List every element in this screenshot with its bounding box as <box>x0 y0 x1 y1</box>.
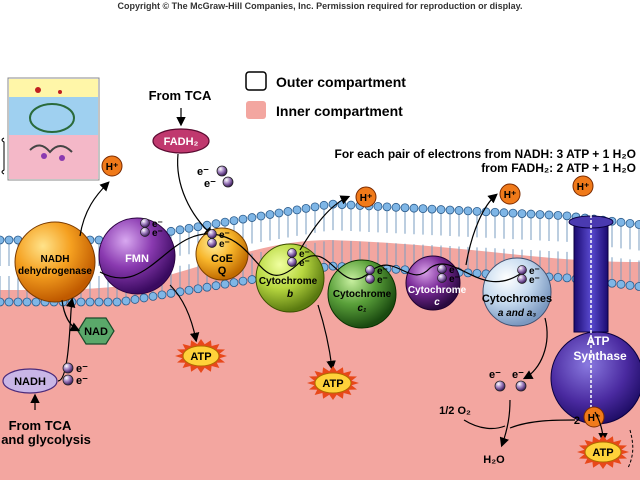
cytochrome-c-label-1: Cytochrome <box>408 285 467 296</box>
atp-label: ATP <box>592 447 613 459</box>
electron-icon <box>365 265 375 275</box>
electron-label: e⁻ <box>512 369 524 381</box>
electron-icon <box>62 374 74 386</box>
cytochrome-b-label-1: Cytochrome <box>259 276 318 287</box>
nadh-label: NADH <box>14 376 46 388</box>
nadh-dehydrogenase-label-1: NADH <box>41 254 70 265</box>
coenzyme-q-label-1: CoE <box>211 253 233 265</box>
h-plus-ion <box>499 183 521 205</box>
cytochrome-c1-label-1: Cytochrome <box>333 289 392 300</box>
electron-icon <box>216 165 228 177</box>
electron-label: e⁻ <box>152 228 163 239</box>
atp-synthase <box>550 210 640 425</box>
atp-label: ATP <box>190 351 211 363</box>
atp-molecule <box>584 441 622 463</box>
fmn-complex <box>98 217 176 295</box>
yield-note-line1: For each pair of electrons from NADH: 3 … <box>334 147 636 161</box>
yield-note-line2: from FADH₂: 2 ATP + 1 H₂O <box>481 161 636 175</box>
electron-icon <box>140 218 150 228</box>
nad-label: NAD <box>84 326 108 338</box>
atp-label: ATP <box>322 378 343 390</box>
electron-icon <box>207 238 217 248</box>
electron-label: e⁻ <box>197 166 209 178</box>
legend-inner-label: Inner compartment <box>276 103 403 119</box>
legend-outer-swatch <box>245 71 267 91</box>
electron-icon <box>365 274 375 284</box>
electron-label: e⁻ <box>76 375 88 387</box>
from-tca-glycolysis-label-2: and glycolysis <box>1 432 91 447</box>
from-tca-label: From TCA <box>149 88 212 103</box>
h-plus-ion <box>355 186 377 208</box>
electron-label: e⁻ <box>449 265 460 276</box>
electron-label: e⁻ <box>489 369 501 381</box>
electron-label: e⁻ <box>76 363 88 375</box>
electron-label: e⁻ <box>204 178 216 190</box>
electron-label: e⁻ <box>377 275 388 286</box>
nadh-molecule <box>2 368 58 394</box>
copyright-notice: Copyright © The McGraw-Hill Companies, I… <box>117 1 522 11</box>
cytochrome-c1-label-2: c₁ <box>357 303 367 314</box>
cytochrome-c1-complex <box>327 259 397 329</box>
cytochromes-a-a3-label-2: a and a₃ <box>498 308 536 319</box>
electron-icon <box>287 257 297 267</box>
electron-label: e⁻ <box>529 275 540 286</box>
electron-icon <box>140 227 150 237</box>
fmn-label: FMN <box>125 253 149 265</box>
cytochrome-b-complex <box>255 243 325 313</box>
cytochromes-a-a3-label-1: Cytochromes <box>482 293 552 305</box>
electron-icon <box>515 380 527 392</box>
atp-synthase-label-1: ATP <box>586 334 609 348</box>
electron-icon <box>517 274 527 284</box>
electron-icon <box>62 362 74 374</box>
electron-icon <box>437 264 447 274</box>
legend-inner-swatch <box>246 101 266 119</box>
electron-label: e⁻ <box>529 266 540 277</box>
nadh-dehydrogenase-label-2: dehydrogenase <box>18 266 92 277</box>
mitochondrion-inset-image <box>1 77 100 181</box>
electron-label: e⁻ <box>152 219 163 230</box>
two-h-plus-coefficient: 2 <box>574 415 580 427</box>
h-plus-label: H⁺ <box>504 190 517 201</box>
electron-icon <box>517 265 527 275</box>
electron-icon <box>437 273 447 283</box>
atp-molecule <box>182 345 220 367</box>
h-plus-label: H⁺ <box>360 193 373 204</box>
electron-icon <box>222 176 234 188</box>
atp-molecule <box>314 372 352 394</box>
fadh2-label: FADH₂ <box>164 136 199 148</box>
electron-label: e⁻ <box>219 239 230 250</box>
from-tca-glycolysis-label-1: From TCA <box>9 418 72 433</box>
electron-label: e⁻ <box>219 230 230 241</box>
h-plus-label: H⁺ <box>588 413 601 424</box>
electron-icon <box>207 229 217 239</box>
cytochrome-c-label-2: c <box>434 297 440 308</box>
h-plus-ion <box>572 175 594 197</box>
nad-molecule <box>77 317 115 345</box>
cytochrome-b-label-2: b <box>287 289 293 300</box>
h-plus-ion <box>101 155 123 177</box>
h-plus-label: H⁺ <box>577 182 590 193</box>
legend-outer-label: Outer compartment <box>276 74 406 90</box>
electron-icon <box>287 248 297 258</box>
h-plus-label: H⁺ <box>106 162 119 173</box>
electron-label: e⁻ <box>449 274 460 285</box>
inner-compartment <box>0 240 640 480</box>
atp-synthase-label-2: Synthase <box>573 349 627 363</box>
electron-label: e⁻ <box>377 266 388 277</box>
fadh2-molecule <box>152 128 210 154</box>
nadh-dehydrogenase-complex <box>14 221 96 303</box>
half-oxygen-label: 1/2 O₂ <box>439 405 471 417</box>
cytochromes-a-a3-complex <box>482 257 552 327</box>
electron-icon <box>494 380 506 392</box>
electron-label: e⁻ <box>299 249 310 260</box>
coenzyme-q-label-2: Q <box>218 265 227 277</box>
water-label: H₂O <box>483 454 505 466</box>
electron-label: e⁻ <box>299 258 310 269</box>
